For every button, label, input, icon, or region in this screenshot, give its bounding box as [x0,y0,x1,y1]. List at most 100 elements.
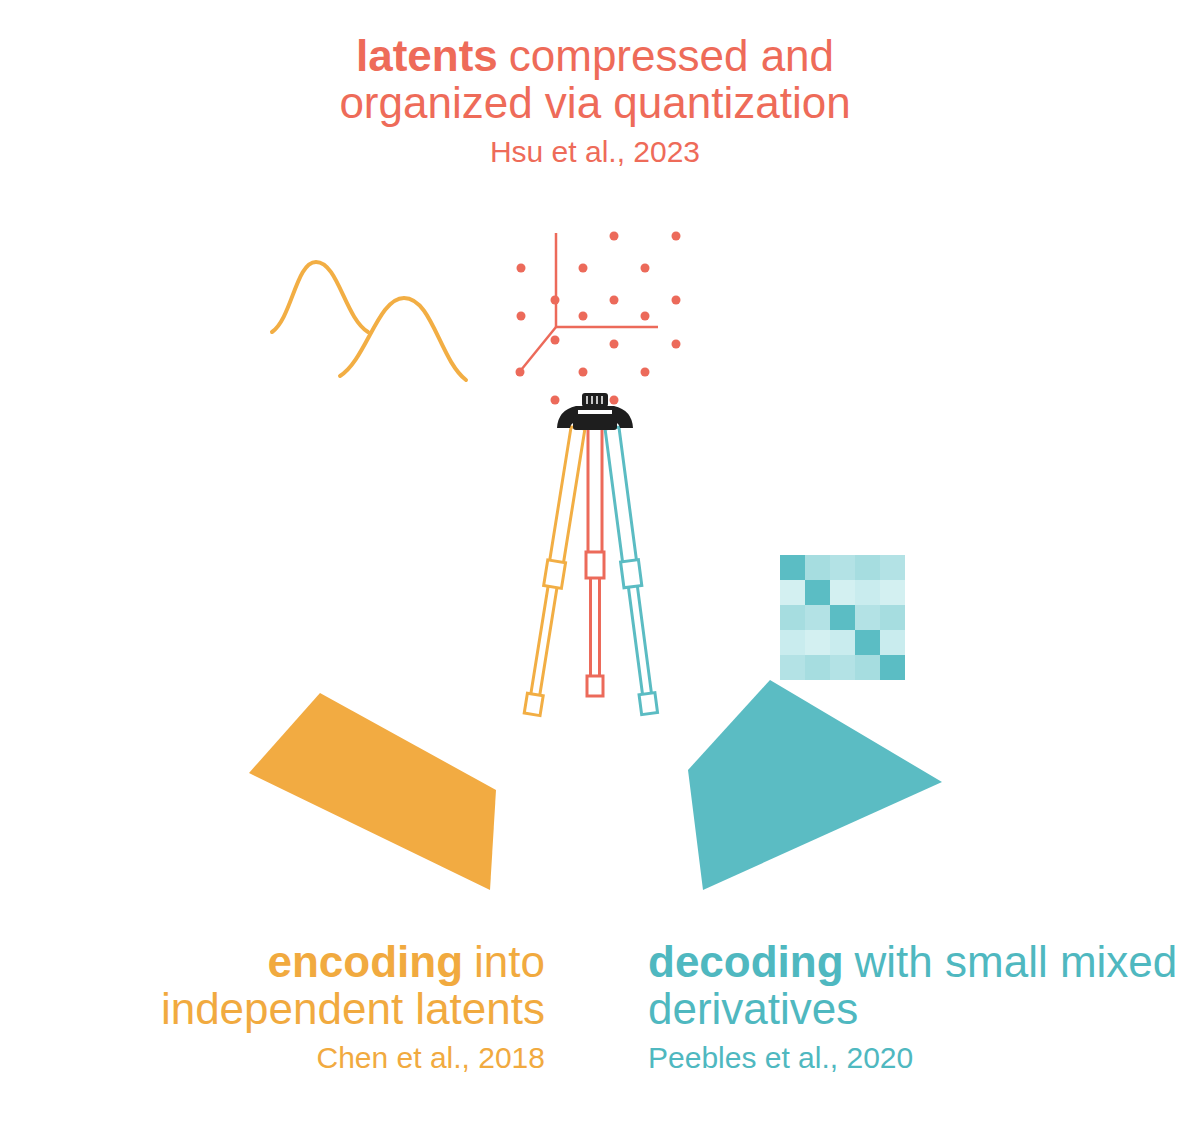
matrix-cell [805,555,830,580]
circle-fill [205,475,645,915]
matrix-cell [855,580,880,605]
matrix-cell [830,655,855,680]
gaussian-curve [272,262,368,332]
matrix-cell [830,605,855,630]
matrix-cell [780,580,805,605]
lattice-dot [610,296,619,305]
tripod-head [557,393,633,430]
lattice-dot [610,396,619,405]
tripod-leg [523,427,587,716]
leg-collar [544,560,566,589]
circle-outline [545,475,985,915]
claim-text: decodingwith small mixed derivatives [648,938,1188,1032]
leg-lower-tube [530,580,558,699]
caption-block: decodingwith small mixed derivativesPeeb… [648,938,1188,1076]
knob-grip [601,396,603,404]
caption-block: latentscompressed and organized via quan… [275,32,915,170]
citation: Hsu et al., 2023 [275,134,915,170]
matrix-cell [830,580,855,605]
tripod-knob [582,393,608,407]
caption-block: encodinginto independent latentsChen et … [105,938,545,1076]
matrix-cell [855,655,880,680]
venn-circle: latentscompressed and organized via quan… [375,192,815,632]
keyword: latents [356,31,498,80]
circle-fill [545,475,985,915]
matrix-cell [855,630,880,655]
leg-upper-tube [548,427,585,572]
gaussian-curves [272,262,466,380]
matrix-cell [780,555,805,580]
venn-circle: encodinginto independent latentsChen et … [205,475,645,915]
lattice-dot [579,312,588,321]
lattice-dot [641,264,650,273]
knob-grip [591,396,593,404]
matrix-cell [880,655,905,680]
claim-text: latentscompressed and organized via quan… [275,32,915,126]
matrix-cell [780,630,805,655]
leg-lower-tube [591,572,600,680]
matrix-cell [780,655,805,680]
tripod [523,427,658,716]
matrix-cell [880,630,905,655]
lattice-dot [517,264,526,273]
leg-upper-tube [605,427,638,572]
lattice-dot [551,296,560,305]
matrix-cell [780,605,805,630]
leg-foot [639,693,657,715]
tripod-leg [586,428,604,696]
leg-collar [621,560,642,588]
lattice-dot [672,340,681,349]
matrix-cell [805,580,830,605]
keyword: encoding [267,937,463,986]
lattice-dot [516,368,525,377]
leg-foot [524,693,543,715]
leg-lower-tube [628,580,652,698]
claim-text: encodinginto independent latents [105,938,545,1032]
lattice-dot [517,312,526,321]
matrix-cell [830,630,855,655]
citation: Chen et al., 2018 [105,1040,545,1076]
leg-foot [587,676,603,696]
lattice-dot [551,396,560,405]
matrix-cell [880,555,905,580]
plate-highlight [578,410,612,414]
leg-upper-tube [588,428,602,562]
circle-outline [205,475,645,915]
matrix-cell [880,580,905,605]
matrix-cell [830,555,855,580]
lattice-dot [551,336,560,345]
lattice-dot [579,368,588,377]
matrix-cell [805,605,830,630]
lattice-dot [641,368,650,377]
lattice-dots [516,232,681,405]
matrix-cell [855,555,880,580]
lattice-dot [579,264,588,273]
knob-grip [596,396,598,404]
matrix-cell [805,655,830,680]
lattice-dot [672,232,681,241]
circle-outline [375,192,815,632]
gaussian-curve [340,298,466,380]
matrix-cell [805,630,830,655]
citation: Peebles et al., 2020 [648,1040,1188,1076]
jacobian-matrix [780,555,905,680]
lattice-axes [517,233,658,375]
data-shape [249,693,496,890]
tripod-mount [573,416,617,430]
axis-line [556,326,658,329]
circle-fill [375,192,815,632]
data-shape [688,680,942,890]
lattice-dot [672,296,681,305]
knob-grip [586,396,588,404]
matrix-cell [880,605,905,630]
tripod-leg [603,427,658,715]
leg-collar [586,552,604,578]
axis-line [517,327,556,375]
lattice-dot [641,312,650,321]
keyword: decoding [648,937,844,986]
lattice-dot [610,340,619,349]
axis-line [555,233,558,327]
lattice-dot [610,232,619,241]
matrix-cell [855,605,880,630]
venn-circle: decodingwith small mixed derivativesPeeb… [545,475,985,915]
